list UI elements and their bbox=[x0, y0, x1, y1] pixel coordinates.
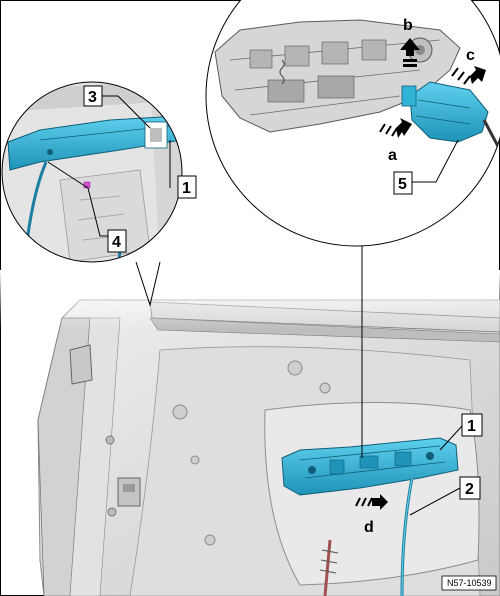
callout-5: 5 bbox=[393, 139, 459, 195]
arrow-a bbox=[379, 118, 412, 138]
arrow-b bbox=[400, 38, 420, 67]
callout-4: 4 bbox=[47, 161, 127, 253]
callout-label-1-left: 1 bbox=[182, 180, 191, 197]
arrow-letter-b: b bbox=[403, 17, 413, 34]
callout-label-4: 4 bbox=[112, 234, 121, 251]
detail-circle-top bbox=[205, 0, 500, 247]
arrow-letter-a: a bbox=[388, 147, 397, 164]
callout-label-1-main: 1 bbox=[467, 418, 476, 435]
door-panel bbox=[0, 270, 500, 596]
callout-label-3: 3 bbox=[88, 89, 97, 106]
detail-leader-left bbox=[135, 261, 161, 307]
handle-carrier-main bbox=[281, 437, 459, 496]
callout-label-5: 5 bbox=[398, 176, 407, 193]
reference-code: N57-10539 bbox=[447, 578, 492, 588]
callout-label-2: 2 bbox=[465, 481, 474, 498]
callout-2: 2 bbox=[409, 476, 481, 516]
arrow-letter-c: c bbox=[466, 47, 475, 64]
reference-code-box: N57-10539 bbox=[441, 575, 497, 591]
arrow-d bbox=[355, 494, 388, 510]
callout-1-main: 1 bbox=[439, 413, 483, 451]
callout-1-left: 1 bbox=[169, 140, 197, 199]
arrow-letter-d: d bbox=[364, 519, 374, 536]
callout-3: 3 bbox=[83, 85, 151, 129]
arrow-c bbox=[451, 66, 486, 85]
detail-circle-left bbox=[1, 81, 183, 263]
